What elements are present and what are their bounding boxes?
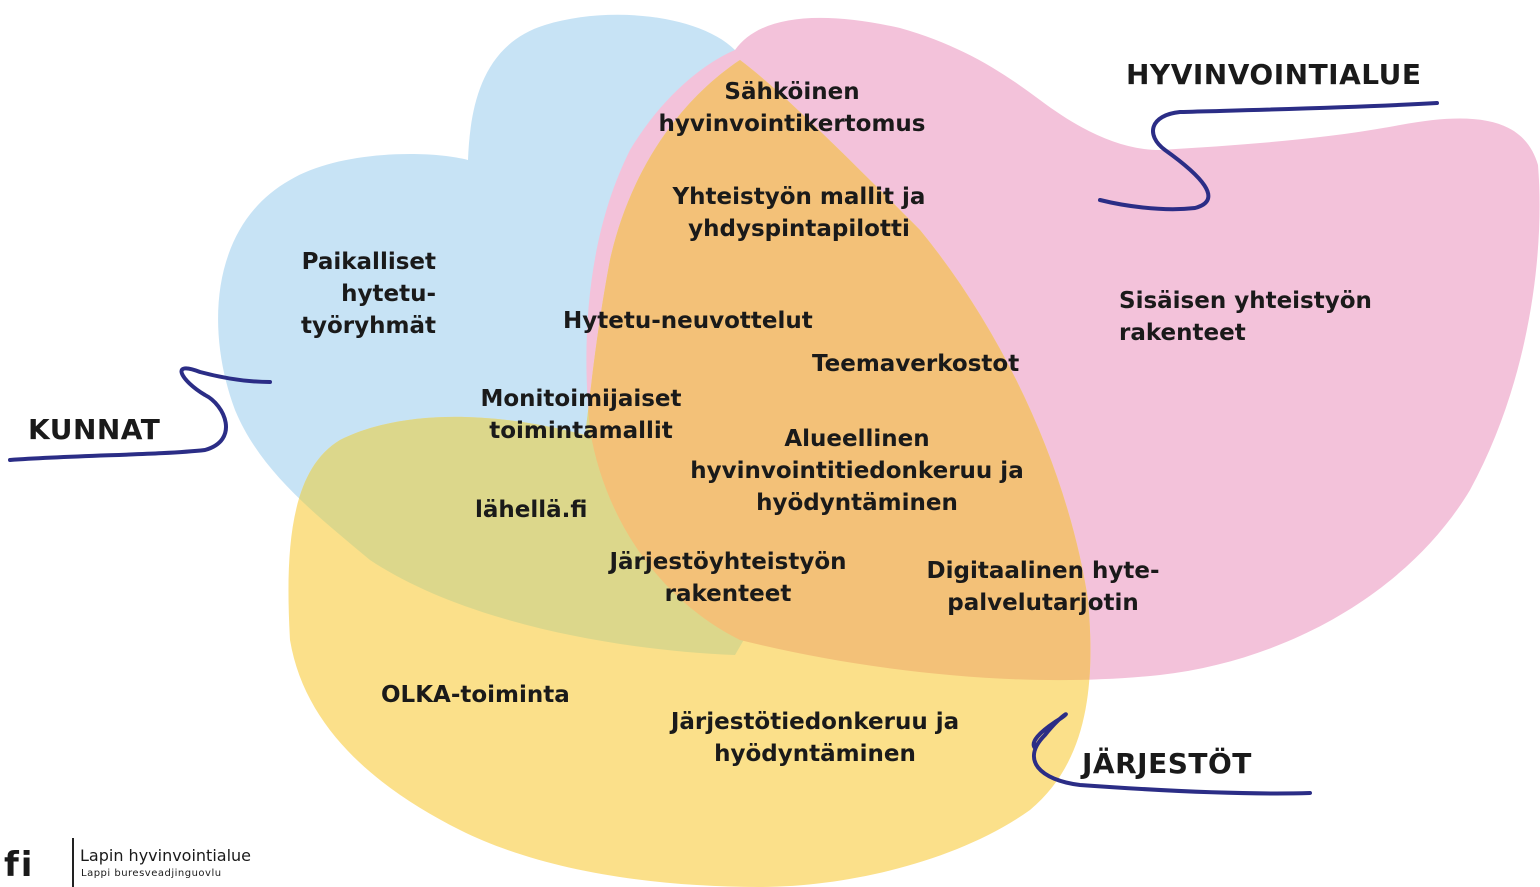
hyvinvointialue-squiggle-icon — [1098, 101, 1439, 212]
logo-subtitle: Lappi buresveadjinguovlu — [81, 868, 222, 879]
group-label-hyvinvointialue: HYVINVOINTIALUE — [1126, 58, 1422, 91]
item-paikalliset-tyoryhmat: Paikalliset hytetu- työryhmät — [301, 249, 436, 339]
item-jarjestotiedonkeruu: Järjestötiedonkeruu ja hyödyntäminen — [670, 709, 960, 767]
item-monitoimijaiset-toimintamallit: Monitoimijaiset toimintamallit — [480, 386, 682, 444]
item-digitaalinen-palvelutarjotin: Digitaalinen hyte- palvelutarjotin — [926, 558, 1160, 616]
group-label-jarjestot: JÄRJESTÖT — [1082, 747, 1252, 780]
group-label-kunnat: KUNNAT — [28, 413, 161, 446]
logo-mark: fi — [4, 845, 35, 885]
item-sisaisen-yhteistyon-rakenteet: Sisäisen yhteistyön rakenteet — [1119, 288, 1372, 346]
item-sahkoinen-hyvinvointikertomus: Sähköinen hyvinvointikertomus — [658, 79, 926, 137]
jarjestot-squiggle-icon — [1031, 712, 1312, 796]
item-hytetu-neuvottelut: Hytetu-neuvottelut — [563, 308, 813, 334]
item-teemaverkostot: Teemaverkostot — [812, 351, 1020, 377]
item-olka-toiminta: OLKA-toiminta — [381, 682, 570, 708]
item-jarjestoyhteistyon-rakenteet: Järjestöyhteistyön rakenteet — [609, 549, 847, 607]
kunnat-squiggle-icon — [8, 366, 272, 462]
logo-name: Lapin hyvinvointialue — [80, 846, 252, 865]
logo-divider — [72, 838, 74, 887]
item-yhteistyon-mallit: Yhteistyön mallit ja yhdyspintapilotti — [672, 184, 926, 242]
item-alueellinen-tiedonkeruu: Alueellinen hyvinvointitiedonkeruu ja hy… — [690, 426, 1024, 516]
item-lahella-fi: lähellä.fi — [475, 497, 588, 523]
